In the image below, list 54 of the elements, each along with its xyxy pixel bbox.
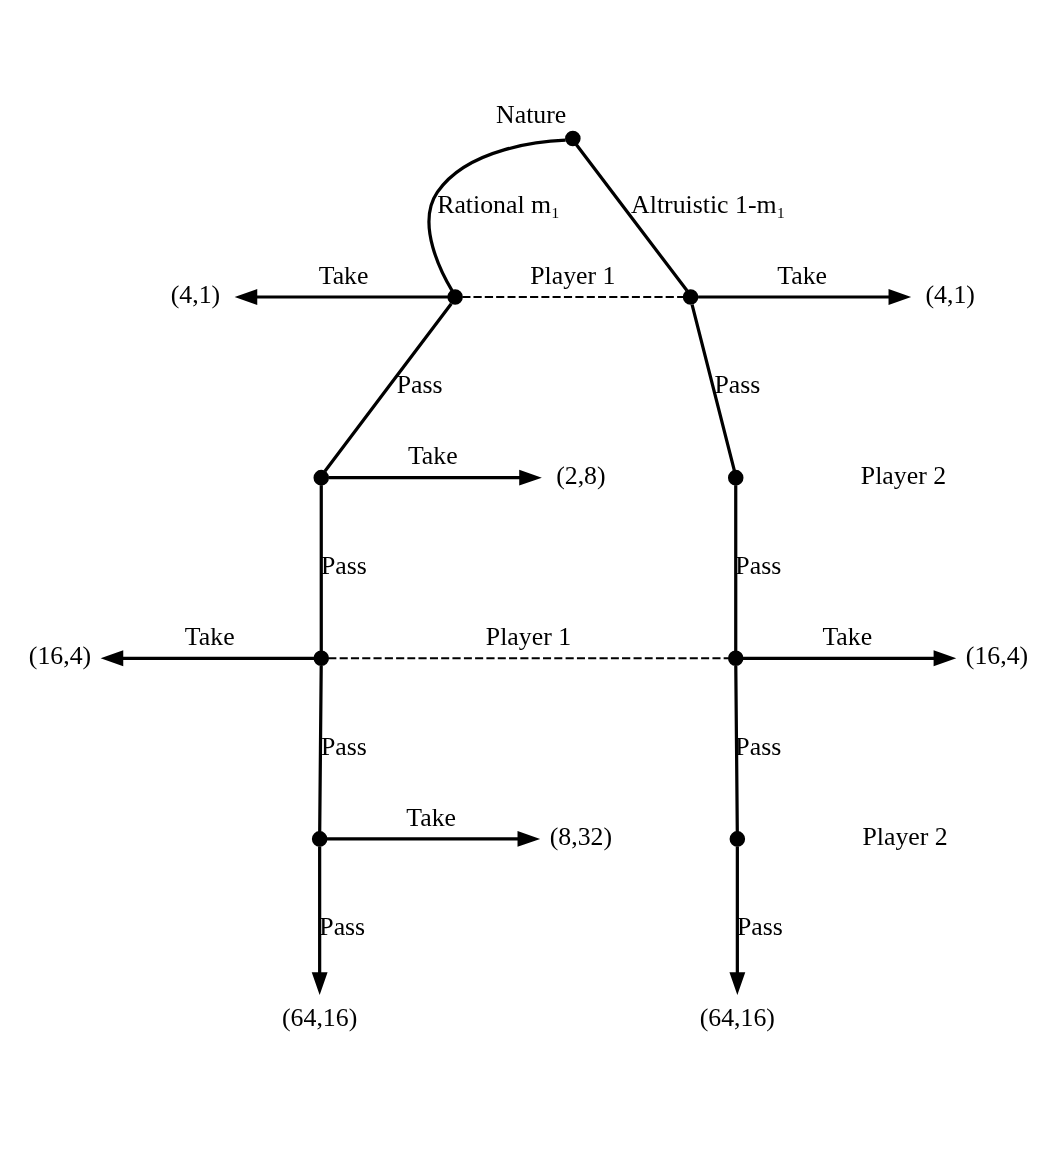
node-text: (4,1)	[170, 279, 221, 309]
connector	[319, 484, 323, 651]
node-circle	[447, 288, 463, 305]
node-circle	[727, 469, 744, 485]
arrow	[698, 288, 912, 305]
edge-label: Rational m₁	[437, 189, 561, 219]
node-circle	[311, 830, 328, 847]
connector	[323, 302, 453, 472]
node-circle	[565, 130, 581, 146]
node-text: (64,16)	[699, 1002, 775, 1032]
edge-label: Pass	[735, 731, 782, 761]
arrow	[100, 649, 315, 666]
edge-label: Take	[406, 802, 457, 832]
label: Player 2	[862, 821, 948, 851]
node-label: Nature	[496, 99, 567, 129]
node-text: (16,4)	[965, 640, 1029, 670]
connector	[574, 143, 689, 292]
arrow	[328, 469, 542, 486]
connector	[690, 303, 736, 471]
edge-label: Take	[822, 621, 873, 651]
edge-label: Pass	[320, 731, 367, 761]
edge-label: Player 1	[530, 260, 616, 290]
edge-label: Pass	[714, 369, 761, 399]
connector	[734, 665, 739, 832]
node-circle	[682, 288, 699, 305]
arrow	[729, 845, 746, 995]
node-text: (8,32)	[549, 821, 613, 851]
connector	[327, 656, 730, 659]
arrow	[742, 649, 957, 666]
edge-label: Take	[777, 260, 827, 290]
node-circle	[727, 650, 744, 666]
node-text: (4,1)	[925, 279, 975, 309]
edge-label: Take	[407, 440, 458, 470]
edge-label: Take	[184, 621, 235, 651]
connector	[461, 295, 685, 298]
arrow	[326, 830, 541, 847]
arrow	[234, 288, 449, 305]
node-circle	[313, 469, 330, 485]
label: Player 2	[860, 460, 947, 490]
edge-label: Altruistic 1-m₁	[631, 189, 786, 219]
connector	[427, 138, 566, 291]
node-text: (64,16)	[282, 1002, 358, 1032]
edge-label: Pass	[396, 369, 443, 399]
node-circle	[313, 650, 330, 666]
node-circle	[729, 830, 746, 847]
connector	[734, 484, 738, 651]
edge-label: Pass	[319, 911, 366, 941]
edge-label: Take	[318, 260, 369, 290]
connector	[318, 665, 323, 832]
edge-label: Pass	[735, 550, 782, 580]
edge-label: Player 1	[485, 621, 572, 651]
node-text: (2,8)	[556, 460, 606, 490]
arrow	[311, 845, 328, 995]
node-text: (16,4)	[28, 640, 92, 670]
